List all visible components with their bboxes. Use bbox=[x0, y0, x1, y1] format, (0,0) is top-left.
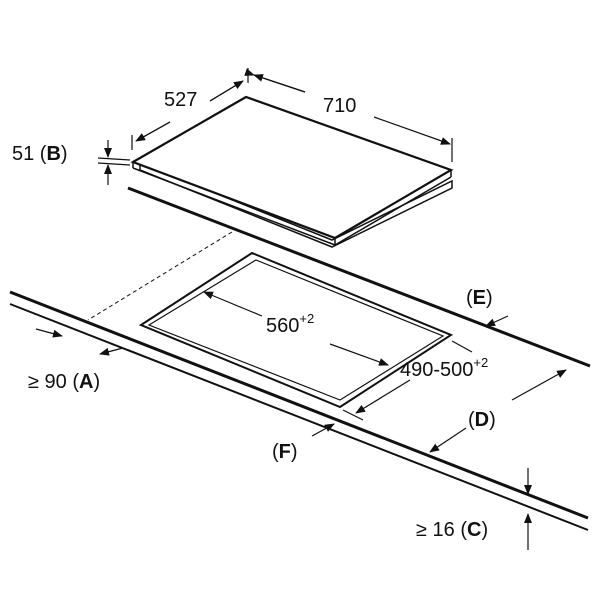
dim-cutout-width bbox=[203, 291, 389, 366]
dim-cutout-depth-label: 490-500+2 bbox=[400, 355, 488, 381]
dim-height bbox=[97, 140, 131, 185]
cooktop-glass-top bbox=[130, 95, 454, 240]
pointer-f-label: (F) bbox=[272, 441, 298, 463]
pointer-e-label: (E) bbox=[466, 287, 493, 309]
dim-rear-gap-label: ≥ 90 (A) bbox=[28, 371, 100, 393]
dim-cutout-width-label: 560+2 bbox=[266, 311, 314, 337]
dim-worktop-depth-label: (D) bbox=[468, 409, 496, 431]
dim-worktop-depth bbox=[429, 369, 567, 453]
dim-cutout-depth bbox=[342, 340, 473, 421]
dim-depth bbox=[131, 68, 249, 150]
dim-height-label: 51 (B) bbox=[12, 143, 68, 165]
worktop bbox=[9, 186, 591, 531]
pointer-f bbox=[311, 423, 335, 437]
dim-depth-label: 527 bbox=[164, 89, 197, 111]
dim-rear-gap bbox=[35, 328, 124, 356]
pointer-e bbox=[485, 315, 509, 327]
dim-thickness-label: ≥ 16 (C) bbox=[416, 519, 488, 541]
cutout-inner bbox=[147, 259, 445, 401]
dim-width-label: 710 bbox=[323, 95, 356, 117]
cutout bbox=[138, 251, 454, 409]
cooktop bbox=[130, 95, 454, 248]
dim-width bbox=[244, 68, 453, 162]
